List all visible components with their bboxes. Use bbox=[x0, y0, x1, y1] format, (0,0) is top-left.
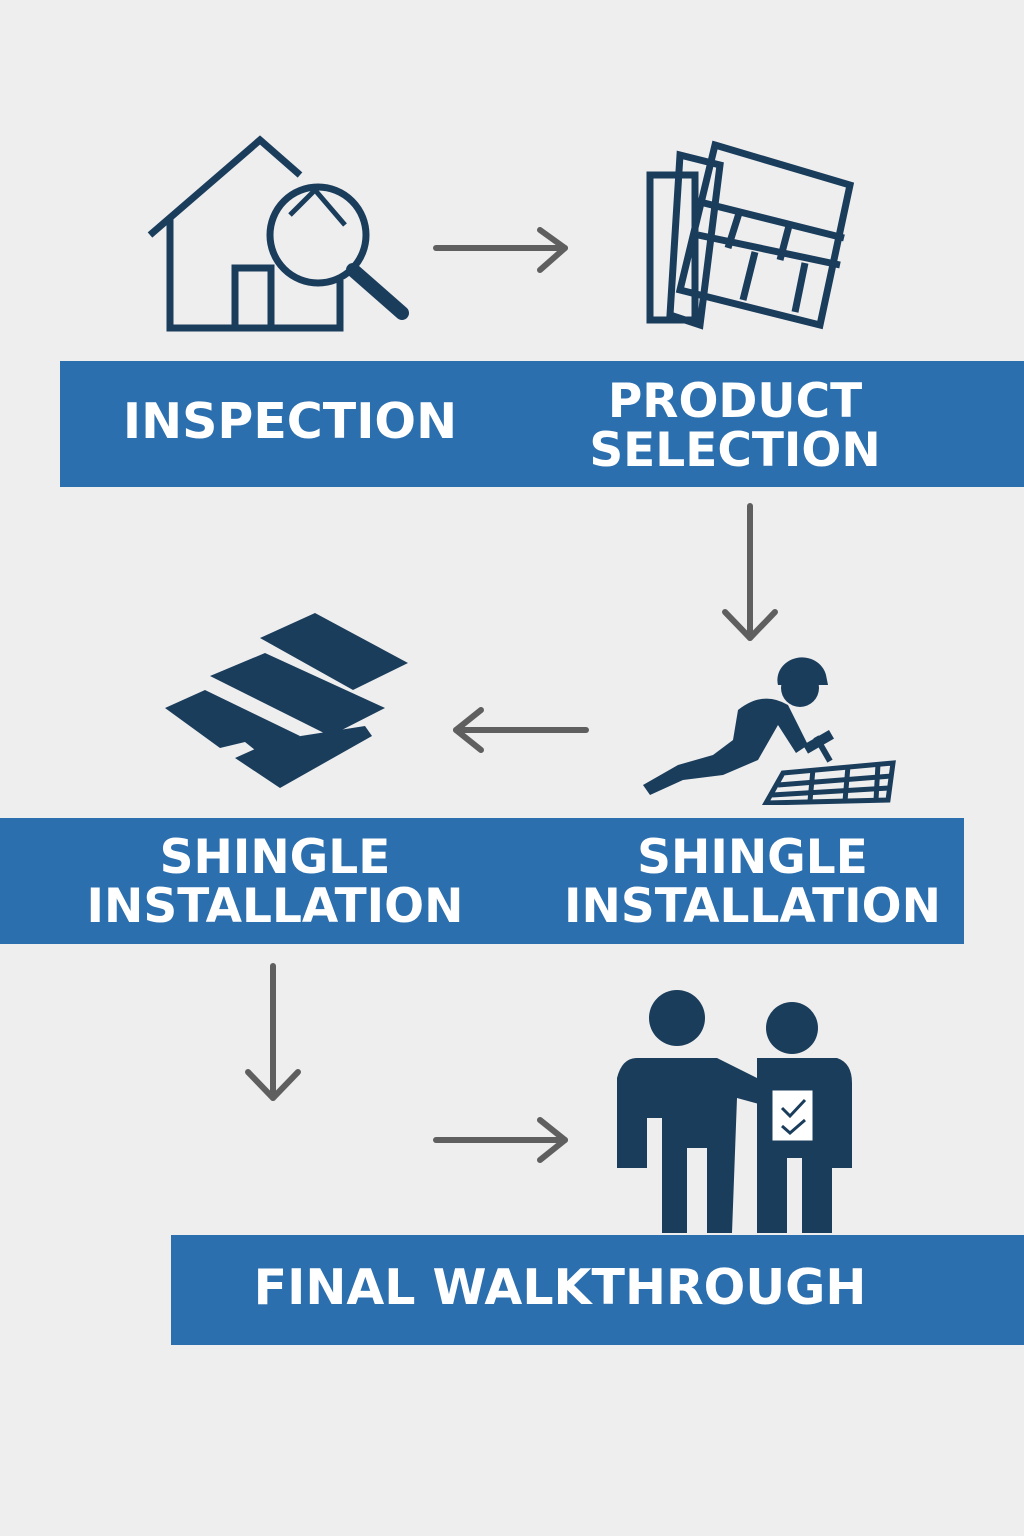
banner-bottom bbox=[171, 1235, 1024, 1345]
product-label-line1: PRODUCT bbox=[607, 374, 863, 429]
final-label: FINAL WALKTHROUGH bbox=[253, 1259, 867, 1316]
shingle-right-line1: SHINGLE bbox=[637, 830, 868, 885]
arrow-inspection-to-product bbox=[433, 227, 568, 273]
step-label-inspection: INSPECTION bbox=[100, 396, 480, 447]
arrow-product-to-worker bbox=[722, 503, 778, 641]
shingle-left-line2: INSTALLATION bbox=[86, 879, 464, 935]
house-magnifier-icon bbox=[147, 135, 409, 332]
step-label-final-walkthrough: FINAL WALKTHROUGH bbox=[200, 1262, 920, 1313]
arrow-to-final-walkthrough bbox=[433, 1117, 568, 1163]
inspection-label: INSPECTION bbox=[122, 393, 458, 450]
shingle-right-line2: INSTALLATION bbox=[564, 879, 941, 935]
roofer-worker-icon bbox=[643, 657, 896, 805]
shingle-samples-icon bbox=[646, 140, 855, 330]
shingle-left-line1: SHINGLE bbox=[159, 830, 391, 885]
product-label-line2: SELECTION bbox=[589, 423, 881, 479]
two-people-clipboard-icon bbox=[617, 990, 852, 1233]
shingle-layers-icon bbox=[165, 613, 408, 788]
arrow-shingles-down bbox=[245, 963, 301, 1101]
arrow-worker-to-shingles bbox=[453, 707, 589, 753]
step-label-shingle-installation-right: SHINGLE INSTALLATION bbox=[520, 833, 985, 932]
step-label-product-selection: PRODUCT SELECTION bbox=[545, 377, 925, 476]
banner-top bbox=[60, 361, 1024, 487]
step-label-shingle-installation-left: SHINGLE INSTALLATION bbox=[40, 833, 510, 932]
banner-middle bbox=[0, 818, 964, 944]
